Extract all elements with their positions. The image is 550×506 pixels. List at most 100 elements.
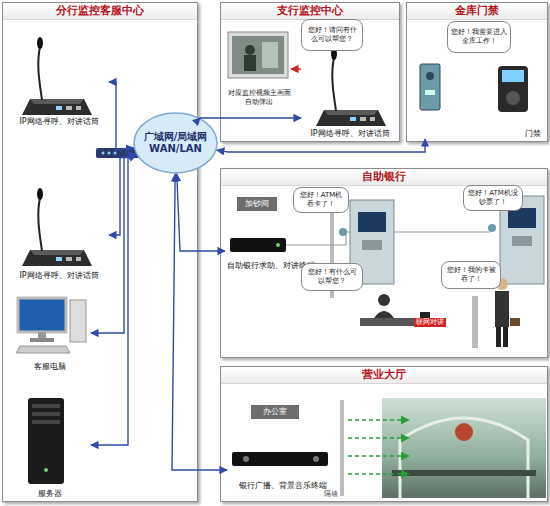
device-node: IP网络寻呼、对讲话筒 <box>9 191 109 281</box>
note-label: 隔墙 <box>324 490 338 499</box>
terminal-device <box>230 238 286 252</box>
fingerprint-reader <box>498 66 528 112</box>
hall-photo <box>382 398 546 498</box>
bubble-text: 您好！请问有什么可以帮您？ <box>305 26 359 44</box>
network-switch <box>108 152 111 155</box>
speech-bubble: 您好！我的卡被吞了！ <box>441 261 501 289</box>
intercom-panel <box>420 64 440 110</box>
room-band: 加钞间 <box>237 197 277 211</box>
sound-wave <box>348 419 408 421</box>
screen-caption: 对应监控视频主画面自动弹出 <box>227 89 291 107</box>
server-symbol <box>32 420 60 424</box>
fingerprint-reader <box>506 91 520 105</box>
device-label: IP网络寻呼、对讲话筒 <box>310 129 389 139</box>
panel-title: 分行监控客服中心 <box>3 3 197 20</box>
bubble-text: 您好！ATM机没钞票了！ <box>467 189 519 207</box>
bubble-text: 您好！我需要进入金库工作！ <box>451 28 507 46</box>
broadcast-device <box>232 452 328 466</box>
connector-line <box>109 154 136 235</box>
broadcast-device <box>313 456 319 462</box>
network-switch <box>114 152 117 155</box>
speech-bubble: 您好！ATM机吞卡了！ <box>293 187 349 213</box>
network-label: 广域网/局域网 WAN/LAN <box>141 131 211 155</box>
atm-machine <box>488 224 496 232</box>
callout-tag: 联网对讲 <box>414 318 446 327</box>
customer-figure <box>496 327 501 347</box>
sound-wave <box>348 437 408 439</box>
customer-figure <box>503 327 508 347</box>
device-label: 客服电脑 <box>34 362 66 372</box>
room-label: 加钞间 <box>245 199 269 209</box>
network-cloud: 广域网/局域网 WAN/LAN <box>133 112 218 174</box>
device-label: 服务器 <box>38 489 62 499</box>
hall-photo <box>382 398 546 498</box>
device-node: 门禁 <box>413 57 547 139</box>
group-panel: 支行监控中心对应监控视频主画面自动弹出您好！请问有什么可以帮您？IP网络寻呼、对… <box>220 2 400 142</box>
terminal-device <box>276 243 280 247</box>
terminal-device <box>230 238 286 252</box>
device-label: 门禁 <box>525 129 541 139</box>
server-symbol <box>28 398 64 484</box>
sound-wave <box>348 455 408 457</box>
computer-symbol <box>70 300 86 342</box>
monitor-screen <box>228 32 288 78</box>
connector-line <box>91 155 136 445</box>
device-node: IP网络寻呼、对讲话筒 <box>9 39 109 127</box>
fingerprint-reader <box>498 66 528 112</box>
server-symbol <box>32 412 60 416</box>
device-node: 银行广播、背景音乐终端 <box>227 449 339 491</box>
intercom-panel <box>425 90 435 95</box>
connector-line <box>172 174 227 470</box>
bubble-text: 您好！我的卡被吞了！ <box>445 266 497 284</box>
partition-wall <box>340 400 344 496</box>
atm-machine <box>339 228 347 236</box>
monitor-screen <box>228 32 288 78</box>
customer-figure <box>472 296 478 348</box>
speech-bubble: 您好！ATM机没钞票了！ <box>463 185 523 211</box>
hall-photo <box>455 423 473 441</box>
broadcast-device <box>232 452 328 466</box>
panel-title: 营业大厅 <box>221 367 547 384</box>
device-label: IP网络寻呼、对讲话筒 <box>19 117 98 127</box>
panel-title: 金库门禁 <box>407 3 547 20</box>
bubble-text: 您好！有什么可以帮您？ <box>305 268 359 286</box>
speech-bubble: 您好！我需要进入金库工作！ <box>447 21 511 53</box>
group-panel: 金库门禁您好！我需要进入金库工作！ 门禁 <box>406 2 548 142</box>
device-node: 服务器 <box>9 393 91 499</box>
network-switch <box>96 148 140 158</box>
network-switch <box>102 152 105 155</box>
server-symbol <box>28 398 64 484</box>
intercom-panel <box>426 72 434 80</box>
intercom-panel <box>420 64 440 110</box>
speech-bubble: 您好！有什么可以帮您？ <box>301 263 363 291</box>
device-node: IP网络寻呼、对讲话筒 <box>301 53 399 139</box>
hall-photo <box>392 470 536 476</box>
network-switch <box>96 148 140 158</box>
atm-machine <box>512 236 532 246</box>
monitor-screen <box>244 55 256 71</box>
server-symbol <box>32 404 60 408</box>
device-label: 银行广播、背景音乐终端 <box>239 481 327 491</box>
panel-title: 自助银行 <box>221 169 547 186</box>
connector-line <box>200 117 301 119</box>
atm-machine <box>362 240 382 250</box>
ellipse-outline <box>134 113 217 173</box>
group-panel: 分行监控客服中心 IP网络寻呼、对讲话筒 IP网络寻呼、对讲话筒客服电脑服务器 <box>2 2 198 502</box>
connector-line <box>217 139 425 152</box>
device-node: 客服电脑 <box>9 296 91 372</box>
staff-figure <box>378 294 390 306</box>
connector-line <box>91 154 136 333</box>
customer-figure <box>510 318 520 326</box>
atm-machine <box>508 208 536 228</box>
hall-photo <box>400 418 528 498</box>
connector-line <box>291 68 301 69</box>
atm-machine <box>358 212 386 232</box>
room-label: 办公室 <box>263 407 287 417</box>
monitor-screen <box>245 45 255 55</box>
computer-symbol <box>18 298 66 332</box>
computer-symbol <box>30 338 54 342</box>
device-label: IP网络寻呼、对讲话筒 <box>19 271 98 281</box>
fingerprint-reader <box>502 70 524 82</box>
sound-wave <box>348 473 408 475</box>
